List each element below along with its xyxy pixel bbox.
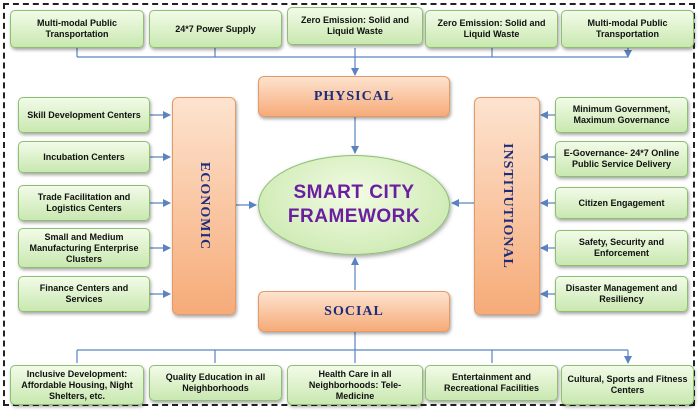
social-item: Health Care in all Neighborhoods: Tele-M… xyxy=(287,365,423,405)
social-item: Inclusive Development: Affordable Housin… xyxy=(10,365,144,405)
social-item: Cultural, Sports and Fitness Centers xyxy=(561,365,694,405)
physical-item: Zero Emission: Solid and Liquid Waste xyxy=(425,10,558,48)
economic-item: Incubation Centers xyxy=(18,141,150,173)
smart-city-framework-core: SMART CITY FRAMEWORK xyxy=(258,155,450,255)
physical-item: Multi-modal Public Transportation xyxy=(561,10,694,48)
economic-item: Finance Centers and Services xyxy=(18,276,150,312)
center-title-line1: SMART CITY xyxy=(293,182,415,203)
social-item: Entertainment and Recreational Facilitie… xyxy=(425,365,558,401)
institutional-item: Citizen Engagement xyxy=(555,187,688,219)
economic-item: Trade Facilitation and Logistics Centers xyxy=(18,185,150,221)
economic-pillar: ECONOMIC xyxy=(172,97,236,315)
social-pillar: SOCIAL xyxy=(258,291,450,332)
institutional-item: Minimum Government, Maximum Governance xyxy=(555,97,688,133)
social-label: SOCIAL xyxy=(324,303,384,319)
diagram-frame xyxy=(3,3,695,406)
economic-label: ECONOMIC xyxy=(197,161,212,251)
institutional-pillar: INSTITUTIONAL xyxy=(474,97,540,315)
economic-item: Small and Medium Manufacturing Enterpris… xyxy=(18,228,150,268)
economic-item: Skill Development Centers xyxy=(18,97,150,133)
social-item: Quality Education in all Neighborhoods xyxy=(149,365,282,401)
physical-item: Zero Emission: Solid and Liquid Waste xyxy=(287,7,423,45)
physical-pillar: PHYSICAL xyxy=(258,76,450,117)
center-title-line2: FRAMEWORK xyxy=(287,206,421,227)
physical-item: 24*7 Power Supply xyxy=(149,10,282,48)
institutional-item: Disaster Management and Resiliency xyxy=(555,276,688,312)
institutional-label: INSTITUTIONAL xyxy=(500,143,516,269)
institutional-item: E-Governance- 24*7 Online Public Service… xyxy=(555,141,688,177)
physical-item: Multi-modal Public Transportation xyxy=(10,10,144,48)
physical-label: PHYSICAL xyxy=(313,88,395,104)
institutional-item: Safety, Security and Enforcement xyxy=(555,230,688,266)
